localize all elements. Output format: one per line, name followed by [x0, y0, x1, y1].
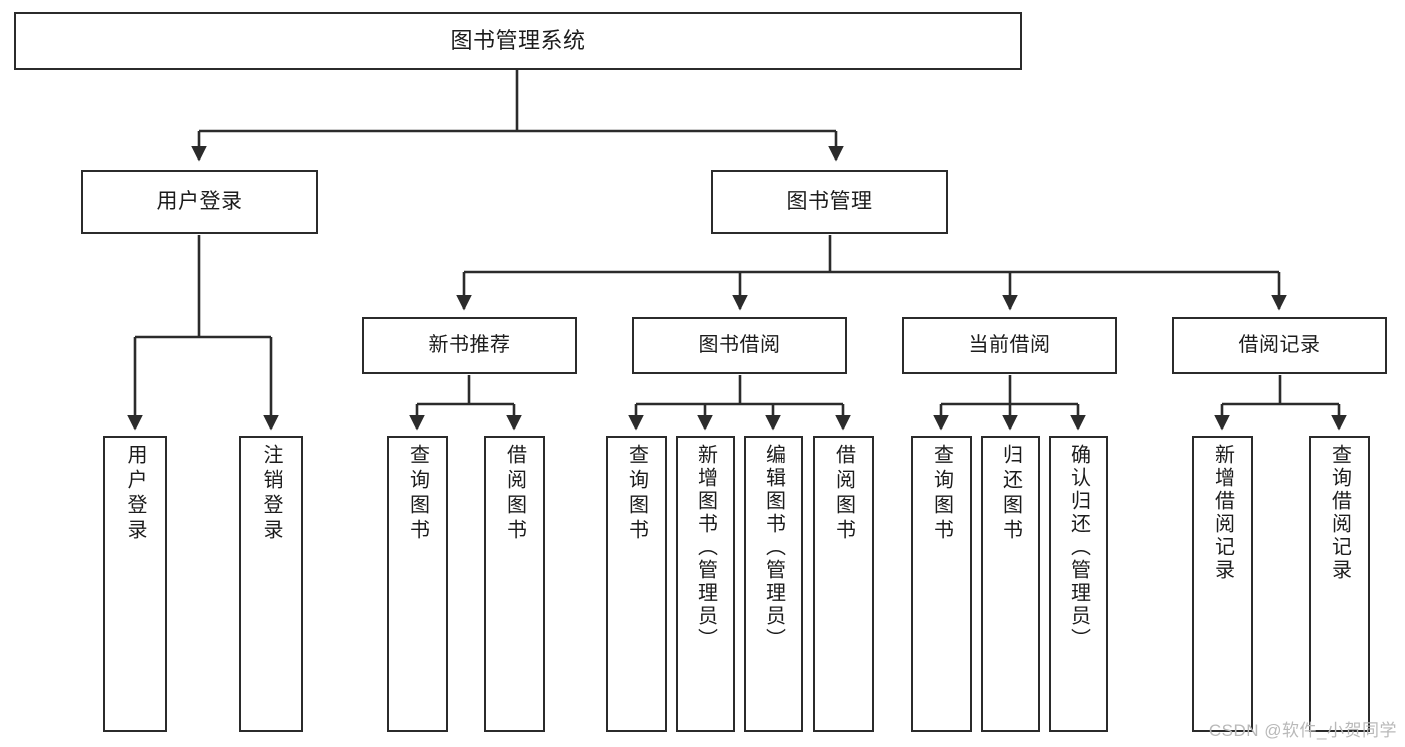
node-current-borrow-label: 当前借阅 [968, 334, 1051, 357]
node-user-login-label: 用户登录 [156, 190, 243, 214]
leaf-user-logout[interactable]: 注销登录 [239, 436, 303, 732]
leaf-borrow-book-1-label: 借阅图书 [503, 444, 526, 544]
leaf-user-login-label: 用户登录 [124, 444, 146, 544]
node-new-book-recommend[interactable]: 新书推荐 [362, 317, 577, 374]
leaf-confirm-return[interactable]: 确认归还（管理员） [1049, 436, 1108, 732]
node-current-borrow[interactable]: 当前借阅 [902, 317, 1117, 374]
leaf-confirm-return-label: 确认归还（管理员） [1067, 444, 1090, 651]
leaf-return-book[interactable]: 归还图书 [981, 436, 1040, 732]
node-book-borrow-label: 图书借阅 [698, 334, 781, 357]
leaf-query-book-1-label: 查询图书 [406, 444, 429, 544]
node-borrow-record[interactable]: 借阅记录 [1172, 317, 1387, 374]
leaf-borrow-book-2-label: 借阅图书 [832, 444, 855, 544]
leaf-add-book-label: 新增图书（管理员） [694, 444, 717, 651]
leaf-add-record-label: 新增借阅记录 [1211, 444, 1234, 582]
leaf-add-record[interactable]: 新增借阅记录 [1192, 436, 1253, 732]
node-user-login[interactable]: 用户登录 [81, 170, 318, 234]
node-root[interactable]: 图书管理系统 [14, 12, 1022, 70]
node-borrow-record-label: 借阅记录 [1238, 334, 1321, 357]
node-book-manage-label: 图书管理 [786, 190, 873, 214]
node-new-book-recommend-label: 新书推荐 [428, 334, 511, 357]
leaf-user-logout-label: 注销登录 [260, 444, 282, 544]
leaf-query-book-3[interactable]: 查询图书 [911, 436, 972, 732]
leaf-query-book-1[interactable]: 查询图书 [387, 436, 448, 732]
leaf-query-book-2-label: 查询图书 [625, 444, 648, 544]
leaf-query-record-label: 查询借阅记录 [1328, 444, 1351, 582]
leaf-user-login[interactable]: 用户登录 [103, 436, 167, 732]
node-book-manage[interactable]: 图书管理 [711, 170, 948, 234]
csdn-watermark: CSDN @软件_小贺同学 [1208, 721, 1397, 740]
leaf-add-book[interactable]: 新增图书（管理员） [676, 436, 735, 732]
node-root-label: 图书管理系统 [450, 27, 586, 53]
leaf-edit-book-label: 编辑图书（管理员） [762, 444, 785, 651]
node-book-borrow[interactable]: 图书借阅 [632, 317, 847, 374]
leaf-query-record[interactable]: 查询借阅记录 [1309, 436, 1370, 732]
leaf-edit-book[interactable]: 编辑图书（管理员） [744, 436, 803, 732]
leaf-query-book-2[interactable]: 查询图书 [606, 436, 667, 732]
leaf-borrow-book-1[interactable]: 借阅图书 [484, 436, 545, 732]
leaf-borrow-book-2[interactable]: 借阅图书 [813, 436, 874, 732]
leaf-query-book-3-label: 查询图书 [930, 444, 953, 544]
leaf-return-book-label: 归还图书 [999, 444, 1022, 544]
